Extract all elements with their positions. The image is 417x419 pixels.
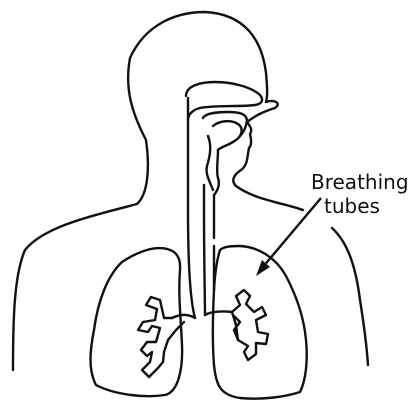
airway <box>186 82 262 318</box>
throat-back <box>207 136 213 190</box>
bronchial-tree <box>138 290 268 377</box>
pharynx-front <box>214 150 219 195</box>
right-shoulder-outline <box>332 228 368 365</box>
nasal-cavity <box>186 82 262 120</box>
head-outline <box>13 12 303 370</box>
left-lung <box>91 248 183 396</box>
right-bronchial-tree <box>232 290 268 360</box>
left-bronchial-tree <box>138 297 184 377</box>
lungs <box>91 246 307 399</box>
pointer-line <box>262 198 321 268</box>
trachea-right-wall <box>204 185 205 315</box>
breathing-label-line1: Breathing <box>311 170 409 194</box>
breathing-label-line2: tubes <box>324 194 380 218</box>
tongue <box>213 121 242 150</box>
trachea-left-wall <box>188 98 195 318</box>
breathing-tubes-label-group: Breathing tubes <box>256 170 409 276</box>
